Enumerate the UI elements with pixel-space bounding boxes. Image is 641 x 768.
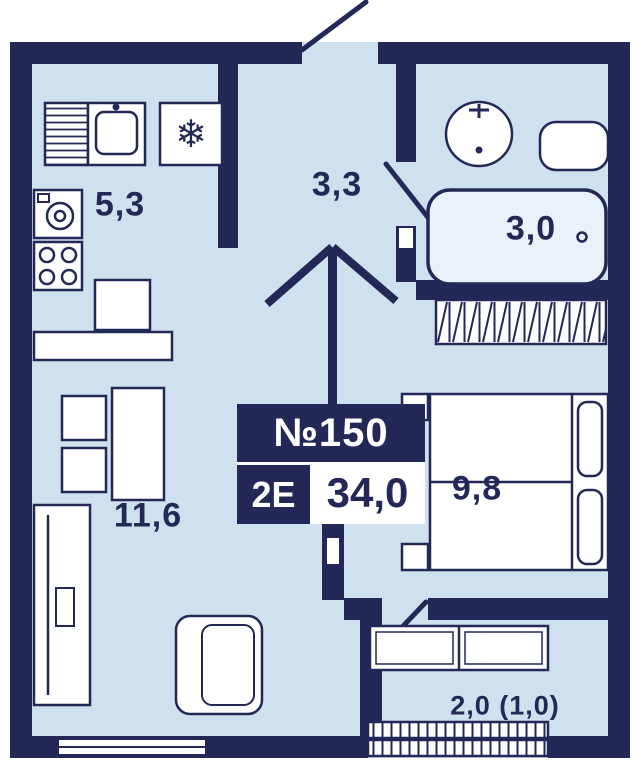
wall-balcony-top-right: [428, 598, 630, 620]
bathtub: [426, 188, 608, 286]
unit-total-area: 34,0: [310, 462, 425, 524]
kitchen-area-label: 5,3: [94, 185, 146, 224]
kitchen-dish-rack: [43, 101, 90, 167]
wall-right: [608, 42, 630, 758]
wall-bottom-right: [548, 736, 630, 758]
washing-machine: [32, 188, 84, 240]
stove: [32, 240, 84, 292]
chair: [60, 446, 108, 494]
kitchen-counter: [32, 330, 174, 362]
living-room-window: [57, 738, 207, 756]
wall-top-right: [378, 42, 630, 64]
door-jamb-bathroom: [399, 228, 413, 248]
entrance-door-swing: [299, 0, 369, 53]
kitchen-fixtures: [32, 101, 224, 362]
living-area-label: 11,6: [113, 496, 183, 535]
sofa: [174, 614, 264, 716]
pillow: [576, 400, 604, 478]
bed: [428, 392, 610, 572]
hallway-area-label: 3,3: [311, 165, 363, 204]
fridge: [158, 101, 224, 167]
wall-bath-partition-upper: [396, 64, 416, 162]
wardrobe: [32, 503, 92, 707]
bathroom-area-label: 3,0: [505, 209, 557, 248]
bedroom-area-label: 9,8: [451, 469, 503, 508]
wall-left: [10, 42, 32, 758]
bathroom-fixtures: [426, 100, 610, 346]
kitchen-table: [93, 278, 152, 332]
chair: [60, 394, 108, 442]
unit-type: 2Е: [237, 462, 310, 524]
bathroom-door-swing: [383, 161, 433, 223]
living-room-furniture: [32, 386, 264, 716]
pillow: [576, 488, 604, 566]
nightstand: [400, 542, 430, 572]
bathroom-sink: [444, 100, 514, 168]
wall-balcony-top-left: [344, 598, 382, 620]
entrance-arrow-icon: [264, 243, 399, 406]
bathroom-cabinet: [538, 120, 610, 172]
kitchen-sink: [86, 101, 147, 167]
wall-top-left: [10, 42, 302, 64]
dining-table: [110, 386, 166, 502]
bedroom-furniture: [400, 392, 610, 572]
balcony-fixtures: [366, 624, 550, 758]
unit-number: №150: [237, 404, 425, 462]
balcony-area-label: 2,0 (1,0): [450, 690, 560, 721]
balcony-glazing: [366, 720, 550, 758]
balcony-cabinet: [368, 624, 550, 672]
snowflake-icon: ❄: [175, 112, 207, 156]
door-jamb-bedroom: [327, 538, 339, 564]
unit-badge[interactable]: №150 2Е 34,0: [237, 404, 425, 524]
hall-wardrobe-hatched: [434, 298, 608, 346]
